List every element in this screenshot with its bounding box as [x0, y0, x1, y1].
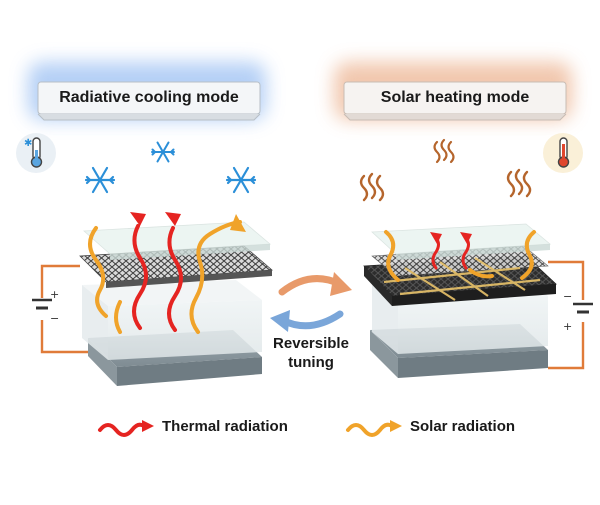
svg-text:+: + [563, 320, 572, 333]
thermometer-hot-icon [543, 133, 583, 173]
svg-text:−: − [563, 290, 572, 303]
svg-text:+: + [50, 288, 59, 301]
legend-solar-symbol [346, 420, 402, 437]
legend-thermal-label: Thermal radiation [162, 418, 288, 435]
cooling-device-stack [79, 221, 273, 386]
snowflake-icon [84, 166, 116, 194]
snowflake-icon [151, 141, 175, 163]
svg-text:−: − [50, 312, 59, 325]
heating-device-stack [363, 223, 557, 378]
heat-wave-icon [433, 138, 455, 164]
thermometer-cold-icon: ✱ [16, 133, 56, 173]
heating-mode-title: Solar heating mode [380, 89, 530, 106]
svg-text:✱: ✱ [24, 138, 32, 149]
reversible-tuning-line-1: Reversible [273, 335, 349, 352]
snowflake-icon [225, 166, 257, 194]
heat-wave-icon [506, 168, 532, 198]
thermal-radiation-arrow [430, 232, 472, 270]
heating-mode-banner [334, 62, 572, 121]
cooling-circuit-wire [40, 264, 88, 354]
battery-icon: + − [32, 288, 59, 325]
heat-wave-icon [359, 172, 385, 202]
battery-icon: − + [563, 290, 593, 333]
reversible-arrow-top [278, 272, 352, 296]
reversible-tuning-line-2: tuning [288, 354, 334, 371]
cooling-mode-title: Radiative cooling mode [59, 89, 239, 106]
reversible-tuning-label: Reversible tuning [256, 334, 366, 372]
legend-solar-label: Solar radiation [410, 418, 516, 435]
legend-thermal-symbol [98, 420, 154, 437]
solar-radiation-arrow [88, 214, 246, 334]
cooling-mode-banner [28, 62, 266, 121]
solar-radiation-arrow [384, 230, 536, 282]
thermal-radiation-arrow [130, 212, 183, 332]
reversible-arrow-bottom [270, 310, 344, 332]
heating-circuit-wire [548, 260, 585, 370]
